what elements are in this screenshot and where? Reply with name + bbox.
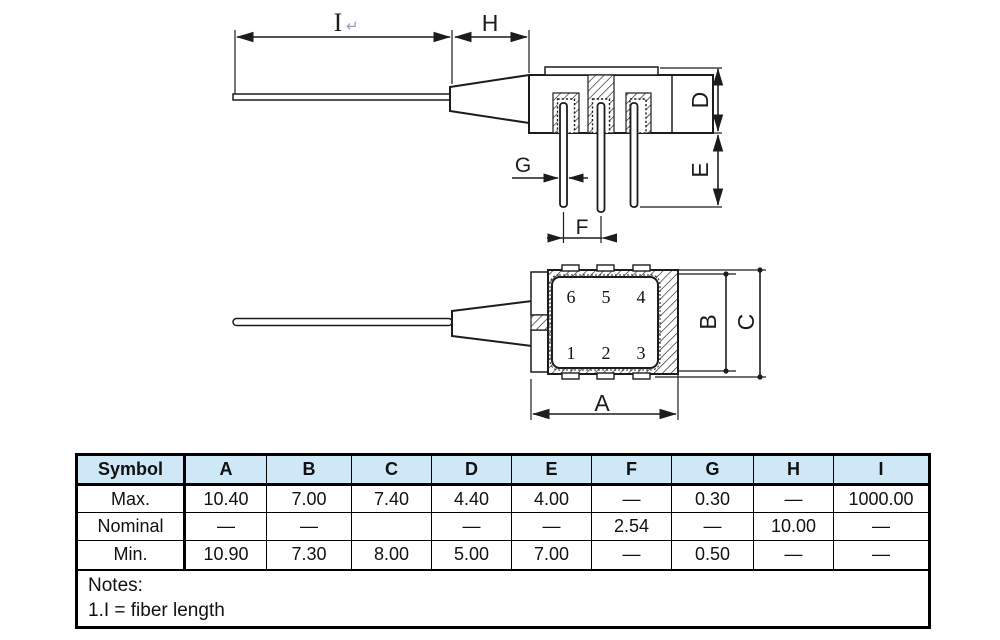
package-cavity — [551, 276, 659, 369]
value-cell: — — [184, 512, 267, 541]
value-cell: 5.00 — [431, 540, 512, 570]
pin-tab — [561, 372, 580, 380]
row-label-min: Min. — [76, 540, 186, 570]
fiber-side — [232, 93, 451, 101]
value-cell: 10.00 — [753, 512, 834, 541]
dim-label-A: A — [594, 390, 610, 416]
side-view — [232, 30, 724, 243]
dim-dot — [757, 374, 763, 380]
left-plate-top — [530, 271, 549, 316]
pin-number-2: 2 — [602, 343, 611, 363]
dim-label-I: I — [334, 8, 343, 37]
dim-label-D: D — [687, 92, 713, 109]
dim-label-F: F — [576, 216, 589, 239]
table-notes-row: Notes: 1.I = fiber length — [76, 568, 930, 628]
package-lid — [544, 66, 659, 76]
row-label-max: Max. — [76, 484, 186, 513]
value-cell: — — [753, 540, 834, 570]
value-cell: 7.30 — [266, 540, 352, 570]
pin-number-5: 5 — [602, 287, 611, 307]
value-cell: — — [591, 540, 672, 570]
value-cell: 10.40 — [184, 484, 267, 513]
value-cell: 0.30 — [671, 484, 754, 513]
pin-number-3: 3 — [637, 343, 646, 363]
value-cell: 7.40 — [351, 484, 432, 513]
value-cell: — — [833, 540, 930, 570]
value-cell: 0.50 — [671, 540, 754, 570]
pin-tab — [596, 264, 615, 272]
table-row-min: Min. 10.90 7.30 8.00 5.00 7.00 — 0.50 — … — [76, 540, 930, 570]
value-cell: 4.40 — [431, 484, 512, 513]
header-cell-A: A — [184, 454, 267, 486]
header-cell-D: D — [431, 454, 512, 486]
header-cell-E: E — [511, 454, 592, 486]
value-cell: — — [753, 484, 834, 513]
table-header-row: Symbol A B C D E F G H I — [76, 454, 930, 486]
pin-tab — [632, 264, 651, 272]
row-label-nominal: Nominal — [76, 512, 186, 541]
header-cell-I: I — [833, 454, 930, 486]
notes-line: 1.I = fiber length — [88, 600, 225, 622]
header-cell-B: B — [266, 454, 352, 486]
top-view — [232, 264, 766, 420]
notes-title: Notes: — [88, 574, 143, 596]
left-plate-bottom — [530, 329, 549, 373]
value-cell: — — [266, 512, 352, 541]
pin-1-side — [559, 102, 568, 208]
value-cell: 8.00 — [351, 540, 432, 570]
value-cell: 2.54 — [591, 512, 672, 541]
notes-cell: Notes: 1.I = fiber length — [76, 568, 930, 628]
fiber-feedthrough — [530, 314, 549, 331]
value-cell: — — [591, 484, 672, 513]
fiber-top — [232, 317, 453, 327]
value-cell: — — [511, 512, 592, 541]
dim-dot — [723, 271, 729, 277]
dim-label-C: C — [733, 314, 759, 331]
dim-dot — [723, 368, 729, 374]
dim-label-H: H — [482, 10, 499, 36]
pin-number-6: 6 — [567, 287, 576, 307]
pin-number-4: 4 — [637, 287, 646, 307]
table-row-nominal: Nominal — — — — 2.54 — 10.00 — — [76, 512, 930, 541]
header-cell-C: C — [351, 454, 432, 486]
pin-number-1: 1 — [567, 343, 576, 363]
fiber-boot-side — [449, 73, 530, 125]
value-cell: — — [431, 512, 512, 541]
pin-3-side — [629, 102, 639, 208]
value-cell: — — [833, 512, 930, 541]
value-cell: 7.00 — [511, 540, 592, 570]
dim-label-E: E — [687, 162, 713, 177]
header-cell-G: G — [671, 454, 754, 486]
value-cell: 4.00 — [511, 484, 592, 513]
cavity-stipple — [549, 274, 661, 371]
value-cell: 1000.00 — [833, 484, 930, 513]
pin-2-side — [596, 102, 606, 213]
dimension-spec-table: Symbol A B C D E F G H I Max. 10.40 7.00… — [75, 453, 931, 629]
header-cell-H: H — [753, 454, 834, 486]
pin-tab — [596, 372, 615, 380]
value-cell: — — [671, 512, 754, 541]
fiber-boot-top — [451, 299, 533, 348]
dim-dot — [757, 267, 763, 273]
header-cell-symbol: Symbol — [76, 454, 186, 486]
dim-label-B: B — [695, 314, 721, 329]
pin-tab — [561, 264, 580, 272]
value-cell: 7.00 — [266, 484, 352, 513]
pin-tab — [632, 372, 651, 380]
return-mark: ↵ — [346, 18, 359, 35]
header-cell-F: F — [591, 454, 672, 486]
value-cell — [351, 512, 432, 541]
value-cell: 10.90 — [184, 540, 267, 570]
technical-drawing: I ↵ H D E G F — [232, 8, 766, 420]
table-row-max: Max. 10.40 7.00 7.40 4.40 4.00 — 0.30 — … — [76, 484, 930, 513]
dim-label-G: G — [515, 154, 531, 177]
